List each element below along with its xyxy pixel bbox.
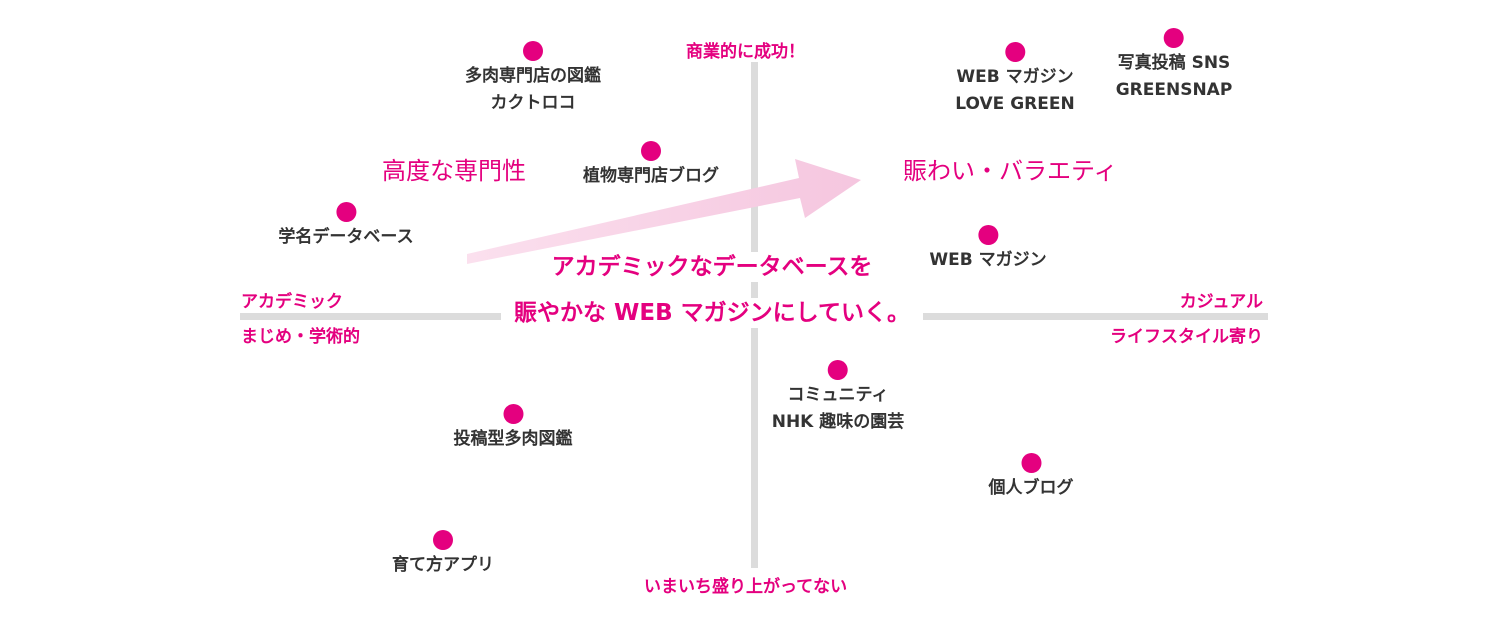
point-label: 多肉専門店の図鑑 <box>465 66 601 86</box>
point-marker <box>433 530 453 550</box>
point-marker <box>641 141 661 161</box>
point-marker <box>523 41 543 61</box>
map-point: 投稿型多肉図鑑 <box>454 404 573 453</box>
region-label-top-left: 高度な専門性 <box>382 157 526 185</box>
point-label: 投稿型多肉図鑑 <box>453 429 573 449</box>
point-marker <box>827 360 848 380</box>
point-label: カクトロコ <box>490 93 576 113</box>
region-label-top-right: 賑わい・バラエティ <box>903 157 1118 185</box>
point-label: 植物専門店ブログ <box>583 166 719 186</box>
point-label: コミュニティ <box>787 385 889 405</box>
point-label: GREENSNAP <box>1115 80 1233 100</box>
point-marker <box>1164 28 1184 48</box>
point-label: 育て方アプリ <box>392 555 494 575</box>
point-marker <box>1004 42 1025 62</box>
axis-label-top: 商業的に成功！ <box>686 42 805 62</box>
point-marker <box>978 225 998 245</box>
point-label: 個人ブログ <box>988 478 1074 498</box>
arrow-shape <box>467 159 861 264</box>
point-label: WEB マガジン <box>956 67 1074 87</box>
axis-label-right-2: ライフスタイル寄り <box>1110 327 1263 347</box>
point-label: NHK 趣味の園芸 <box>771 412 905 432</box>
point-marker <box>1021 453 1041 473</box>
point-label: WEB マガジン <box>929 250 1047 270</box>
headline-line-1: アカデミックなデータベースを <box>534 252 890 282</box>
axis-label-bottom: いまいち盛り上がってない <box>644 577 848 597</box>
map-point: 多肉専門店の図鑑 カクトロコ <box>465 41 601 117</box>
map-point: 写真投稿 SNS GREENSNAP <box>1115 28 1233 104</box>
point-marker <box>503 404 523 424</box>
headline-line-2: 賑やかな WEB マガジンにしていく。 <box>501 298 923 328</box>
point-marker <box>336 202 356 222</box>
map-point: 個人ブログ <box>989 453 1074 502</box>
map-point: 学名データベース <box>278 202 414 251</box>
point-label: 写真投稿 SNS <box>1117 53 1231 73</box>
map-point: 植物専門店ブログ <box>583 141 719 190</box>
map-point: WEB マガジン <box>929 225 1047 274</box>
map-point: WEB マガジン LOVE GREEN <box>955 42 1075 118</box>
point-label: 学名データベース <box>278 227 414 247</box>
map-point: コミュニティ NHK 趣味の園芸 <box>771 360 905 436</box>
axis-label-right-1: カジュアル <box>1179 292 1263 312</box>
axis-label-left-2: まじめ・学術的 <box>241 327 360 347</box>
map-point: 育て方アプリ <box>392 530 494 579</box>
axis-label-left-1: アカデミック <box>241 292 343 312</box>
point-label: LOVE GREEN <box>955 94 1075 114</box>
